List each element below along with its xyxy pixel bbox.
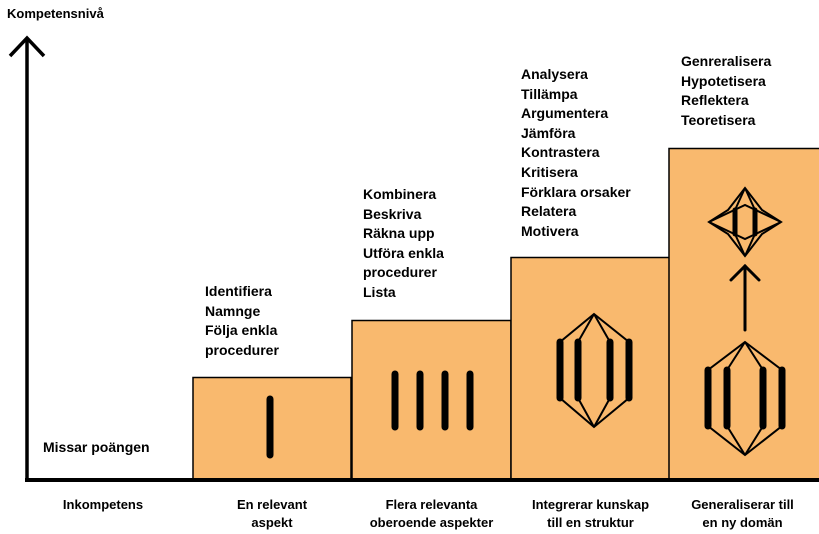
verb-item: Beskriva (363, 205, 422, 222)
verb-item: Kontrastera (521, 144, 600, 161)
level-2-verbs: Identifiera Namnge Följa enkla procedure… (205, 282, 279, 360)
verb-item: Relatera (521, 203, 577, 220)
verb-item: Kombinera (363, 186, 437, 202)
verb-item: Förklara orsaker (521, 183, 631, 200)
y-axis-label: Kompetensnivå (7, 6, 104, 21)
level-4-verbs: Analysera Tillämpa Argumentera Jämföra K… (521, 65, 631, 241)
verb-item: Tillämpa (521, 85, 578, 102)
step-level-3 (351, 319, 512, 481)
verb-item: Argumentera (521, 105, 609, 122)
level-3-verbs: Kombinera Beskriva Räkna upp Utföra enkl… (363, 185, 444, 303)
verb-item: Räkna upp (363, 225, 435, 242)
verb-item: procedurer (205, 341, 279, 358)
y-axis-arrowhead (8, 35, 46, 58)
verb-item: Motivera (521, 222, 579, 239)
verb-item: Namnge (205, 302, 261, 319)
up-arrow-icon (729, 263, 761, 332)
category-label: Integrerar kunskap till en struktur (531, 497, 650, 530)
verb-item: Hypotetisera (681, 72, 766, 89)
generalized-structure-top (707, 186, 783, 258)
category-label: Flera relevanta oberoende aspekter (369, 497, 494, 530)
step-level-4 (510, 256, 671, 481)
verb-item: Följa enkla (205, 322, 278, 339)
category-label: Inkompetens (62, 497, 144, 512)
level-1-verb: Missar poängen (43, 439, 150, 455)
four-bars-icon (391, 370, 474, 431)
verb-item: Jämföra (521, 124, 576, 141)
generalized-structure-bottom (704, 340, 786, 457)
verb-item: Teoretisera (681, 111, 756, 128)
verb-item: Kritisera (521, 163, 578, 180)
verb-item: Utföra enkla (363, 244, 444, 261)
verb-item: Analysera (521, 66, 588, 82)
verb-item: Identifiera (205, 283, 272, 299)
verb-item: Genreralisera (681, 53, 772, 69)
category-label: Generaliserar till en ny domän (691, 497, 794, 530)
category-label: En relevant aspekt (236, 497, 308, 530)
level-5-verbs: Genreralisera Hypotetisera Reflektera Te… (681, 52, 771, 130)
generalized-structure-icon (704, 186, 786, 457)
verb-item: procedurer (363, 264, 437, 281)
verb-item: Lista (363, 283, 396, 300)
verb-item: Reflektera (681, 92, 749, 109)
integrated-structure-icon (556, 312, 633, 429)
